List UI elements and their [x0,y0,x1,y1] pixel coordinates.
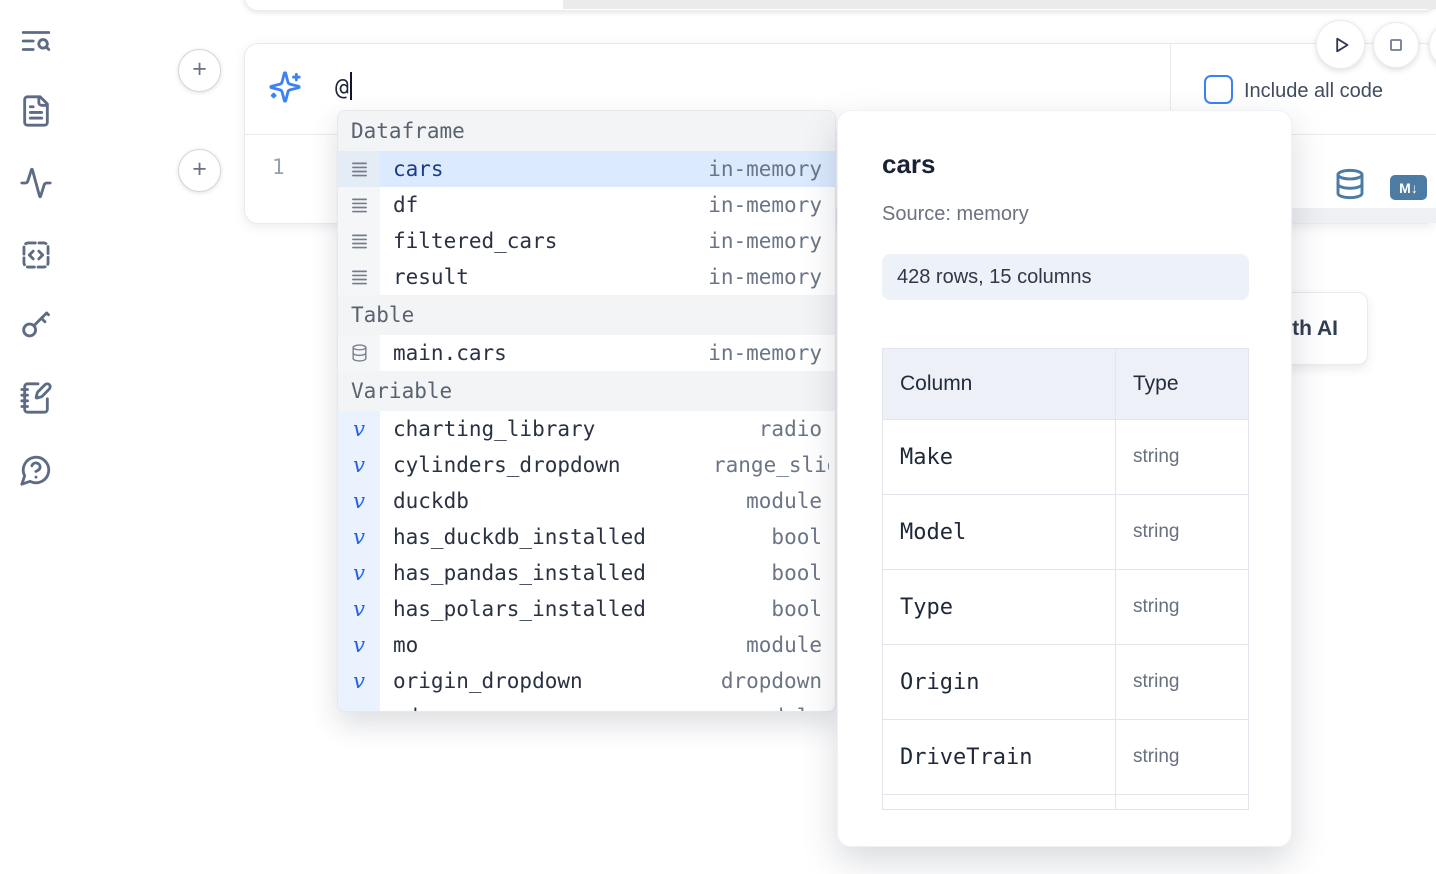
autocomplete-item-has-pandas-installed[interactable]: v has_pandas_installed bool [338,555,835,591]
preview-source: Source: memory [882,203,1029,225]
autocomplete-item-has-duckdb-installed[interactable]: v has_duckdb_installed bool [338,519,835,555]
variable-icon: v [338,663,380,699]
preview-stats-badge: 428 rows, 15 columns [882,254,1249,300]
autocomplete-item-charting-library[interactable]: v charting_library radio [338,411,835,447]
database-icon[interactable] [1334,166,1366,202]
ai-prompt-input[interactable]: @ [335,72,352,101]
section-header-variable: Variable [338,371,835,411]
notebook-pen-icon[interactable] [19,381,53,415]
variable-icon: v [338,519,380,555]
rows-icon [338,223,380,259]
variable-icon: v [338,411,380,447]
autocomplete-item-has-polars-installed[interactable]: v has_polars_installed bool [338,591,835,627]
include-all-code-checkbox[interactable] [1204,75,1233,104]
autocomplete-item-result[interactable]: result in-memory [338,259,835,295]
code-square-icon[interactable] [19,238,53,272]
help-circle-icon[interactable] [19,453,53,487]
autocomplete-item-duckdb[interactable]: v duckdb module [338,483,835,519]
autocomplete-item-df[interactable]: df in-memory [338,187,835,223]
column-header: Column [883,349,1116,419]
autocomplete-item-cars[interactable]: cars in-memory [338,151,835,187]
text-cursor [349,72,352,100]
play-icon [1335,37,1348,52]
autocomplete-dropdown: Dataframe cars in-memory df in-memory fi… [337,110,836,712]
include-all-code-label: Include all code [1244,80,1383,102]
table-header-row: Column Type [883,349,1248,419]
variable-icon: v [338,591,380,627]
variable-icon: v [338,699,380,711]
table-row: DriveTrain string [883,719,1248,794]
previous-cell-console-strip [563,0,1436,9]
dataframe-preview-panel: cars Source: memory 428 rows, 15 columns… [837,110,1292,847]
autocomplete-item-filtered-cars[interactable]: filtered_cars in-memory [338,223,835,259]
section-header-dataframe: Dataframe [338,111,835,151]
table-row: Origin string [883,644,1248,719]
variable-icon: v [338,627,380,663]
variable-icon: v [338,555,380,591]
autocomplete-item-cylinders-dropdown[interactable]: v cylinders_dropdown range_slider [338,447,835,483]
ai-row-divider [1170,44,1171,134]
square-icon [1390,39,1402,51]
table-row: Model string [883,494,1248,569]
add-cell-button-top[interactable]: + [178,49,221,92]
variable-icon: v [338,483,380,519]
rows-icon [338,187,380,223]
activity-icon[interactable] [19,166,53,200]
key-icon[interactable] [19,308,53,342]
table-row: Type string [883,569,1248,644]
preview-title: cars [882,149,936,179]
rows-icon [338,151,380,187]
add-cell-button-bottom[interactable]: + [178,149,221,192]
table-row: Make string [883,419,1248,494]
run-cell-button[interactable] [1316,20,1365,69]
markdown-export-icon[interactable]: M↓ [1390,175,1427,200]
database-small-icon [338,335,380,371]
autocomplete-item-origin-dropdown[interactable]: v origin_dropdown dropdown [338,663,835,699]
type-header: Type [1133,372,1179,395]
section-header-table: Table [338,295,835,335]
preview-schema-table: Column Type Make string Model string Typ… [882,348,1249,810]
variable-icon: v [338,447,380,483]
autocomplete-item-mo[interactable]: v mo module [338,627,835,663]
table-row-partial [883,794,1248,809]
sparkles-icon [268,70,302,104]
file-text-icon[interactable] [19,94,53,128]
line-number: 1 [272,155,285,179]
autocomplete-item-pd[interactable]: v pd module [338,699,835,711]
list-search-icon[interactable] [19,24,53,58]
stop-button[interactable] [1373,22,1419,68]
autocomplete-item-main-cars[interactable]: main.cars in-memory [338,335,835,371]
rows-icon [338,259,380,295]
previous-cell-bottom [244,0,1436,11]
